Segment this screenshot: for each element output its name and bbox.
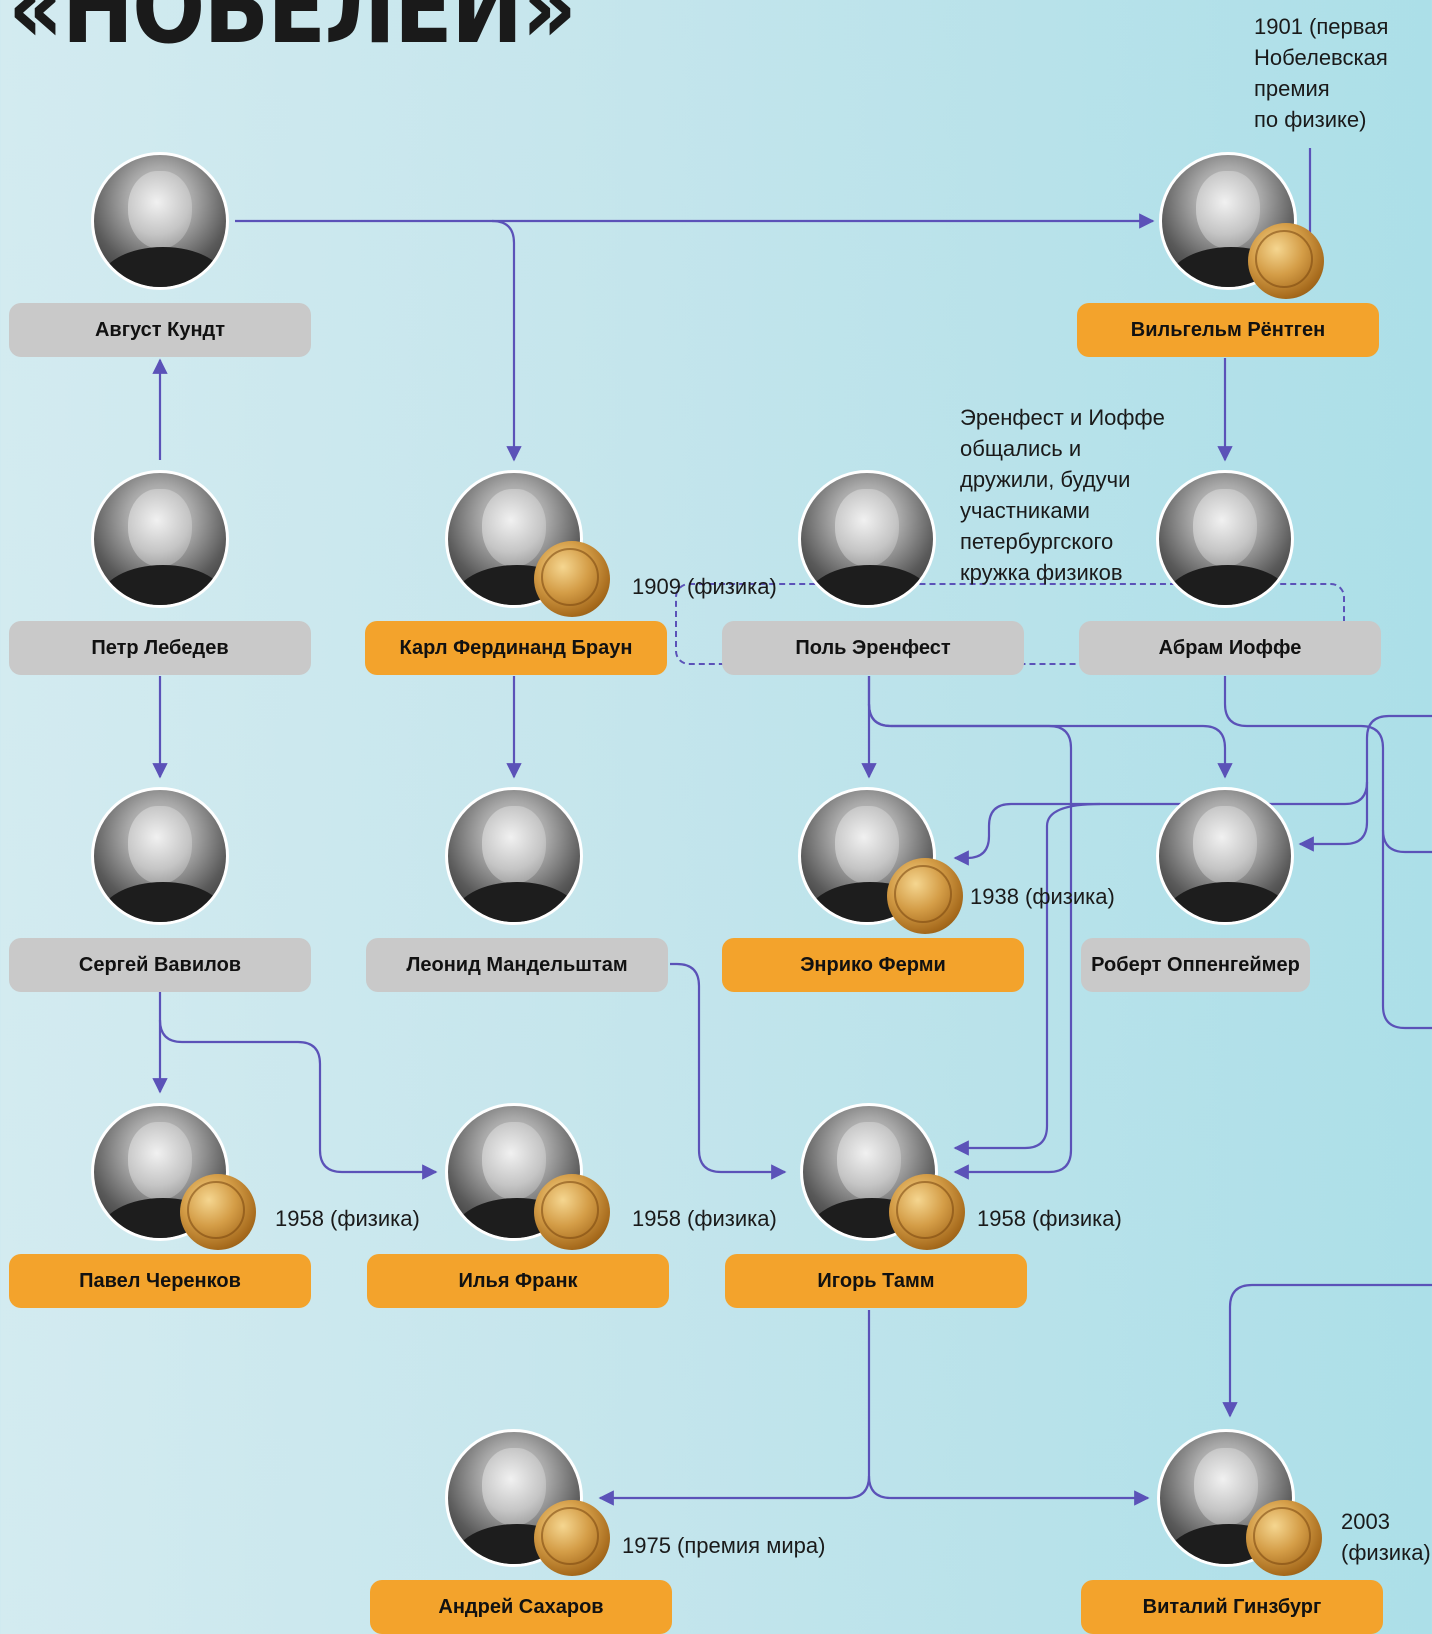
arrow-ioffe-right (1223, 676, 1432, 854)
name-plate-tamm: Игорь Тамм (725, 1254, 1027, 1308)
portrait-photo (1159, 152, 1297, 290)
nobel-medal-icon (534, 1500, 610, 1576)
nobel-medal-icon (889, 1174, 965, 1250)
arrow-right-tamm (953, 802, 1101, 1156)
name-plate-ioffe: Абрам Иоффе (1079, 621, 1381, 675)
name-plate-cherenkov: Павел Черенков (9, 1254, 311, 1308)
arrow-vavilov-frank (158, 1019, 438, 1180)
arrow-right-oppenheimer (1298, 782, 1369, 852)
arrow-right-ginzburg (1222, 1283, 1432, 1418)
portrait-photo (1156, 787, 1294, 925)
prize-note-sakharov: 1975 (премия мира) (622, 1533, 826, 1558)
nobel-medal-icon (180, 1174, 256, 1250)
nobel-medal-icon (534, 1174, 610, 1250)
arrow-tamm-ginzburg (867, 1475, 1150, 1506)
arrow-kundt-braun (491, 219, 522, 462)
nobel-medal-icon (887, 858, 963, 934)
name-plate-frank: Илья Франк (367, 1254, 669, 1308)
prize-note-ginzburg: 2003 (физика) (1341, 1509, 1431, 1565)
nobel-medal-icon (1248, 223, 1324, 299)
name-plate-lebedev: Петр Лебедев (9, 621, 311, 675)
name-plate-fermi: Энрико Ферми (722, 938, 1024, 992)
prize-note-roentgen: 1901 (первая Нобелевская премия по физик… (1254, 14, 1389, 132)
portrait-photo (91, 470, 229, 608)
portrait-photo (798, 470, 936, 608)
name-plate-sakharov: Андрей Сахаров (370, 1580, 672, 1634)
portrait-photo (445, 1103, 583, 1241)
portrait-photo (91, 787, 229, 925)
prize-note-tamm: 1958 (физика) (977, 1206, 1122, 1231)
friendship-note: Эренфест и Иоффе общались и дружили, буд… (960, 405, 1165, 585)
name-plate-mandelstam: Леонид Мандельштам (366, 938, 668, 992)
portrait-photo (1157, 1429, 1295, 1567)
arrow-ioffe-right-lower (1381, 830, 1432, 1030)
prize-note-frank: 1958 (физика) (632, 1206, 777, 1231)
arrow-ehrenfest-tamm (867, 703, 1073, 1180)
portrait-photo (91, 1103, 229, 1241)
page-title: «НОБЕЛЕЙ» (8, 0, 577, 66)
prize-note-cherenkov: 1958 (физика) (275, 1206, 420, 1231)
portrait-photo (445, 787, 583, 925)
name-plate-braun: Карл Фердинанд Браун (365, 621, 667, 675)
name-plate-ehrenfest: Поль Эренфест (722, 621, 1024, 675)
name-plate-vavilov: Сергей Вавилов (9, 938, 311, 992)
arrow-mandelstam-tamm (670, 962, 787, 1180)
name-plate-ginzburg: Виталий Гинзбург (1081, 1580, 1383, 1634)
arrow-tamm-sakharov (598, 1310, 871, 1506)
name-plate-kundt: Август Кундт (9, 303, 311, 357)
prize-note-fermi: 1938 (физика) (970, 884, 1115, 909)
name-plate-roentgen: Вильгельм Рёнтген (1077, 303, 1379, 357)
portrait-photo (91, 152, 229, 290)
name-plate-oppenheimer: Роберт Оппенгеймер (1081, 938, 1310, 992)
nobel-medal-icon (1246, 1500, 1322, 1576)
nobel-medal-icon (534, 541, 610, 617)
portrait-photo (1156, 470, 1294, 608)
prize-note-braun: 1909 (физика) (632, 574, 777, 599)
